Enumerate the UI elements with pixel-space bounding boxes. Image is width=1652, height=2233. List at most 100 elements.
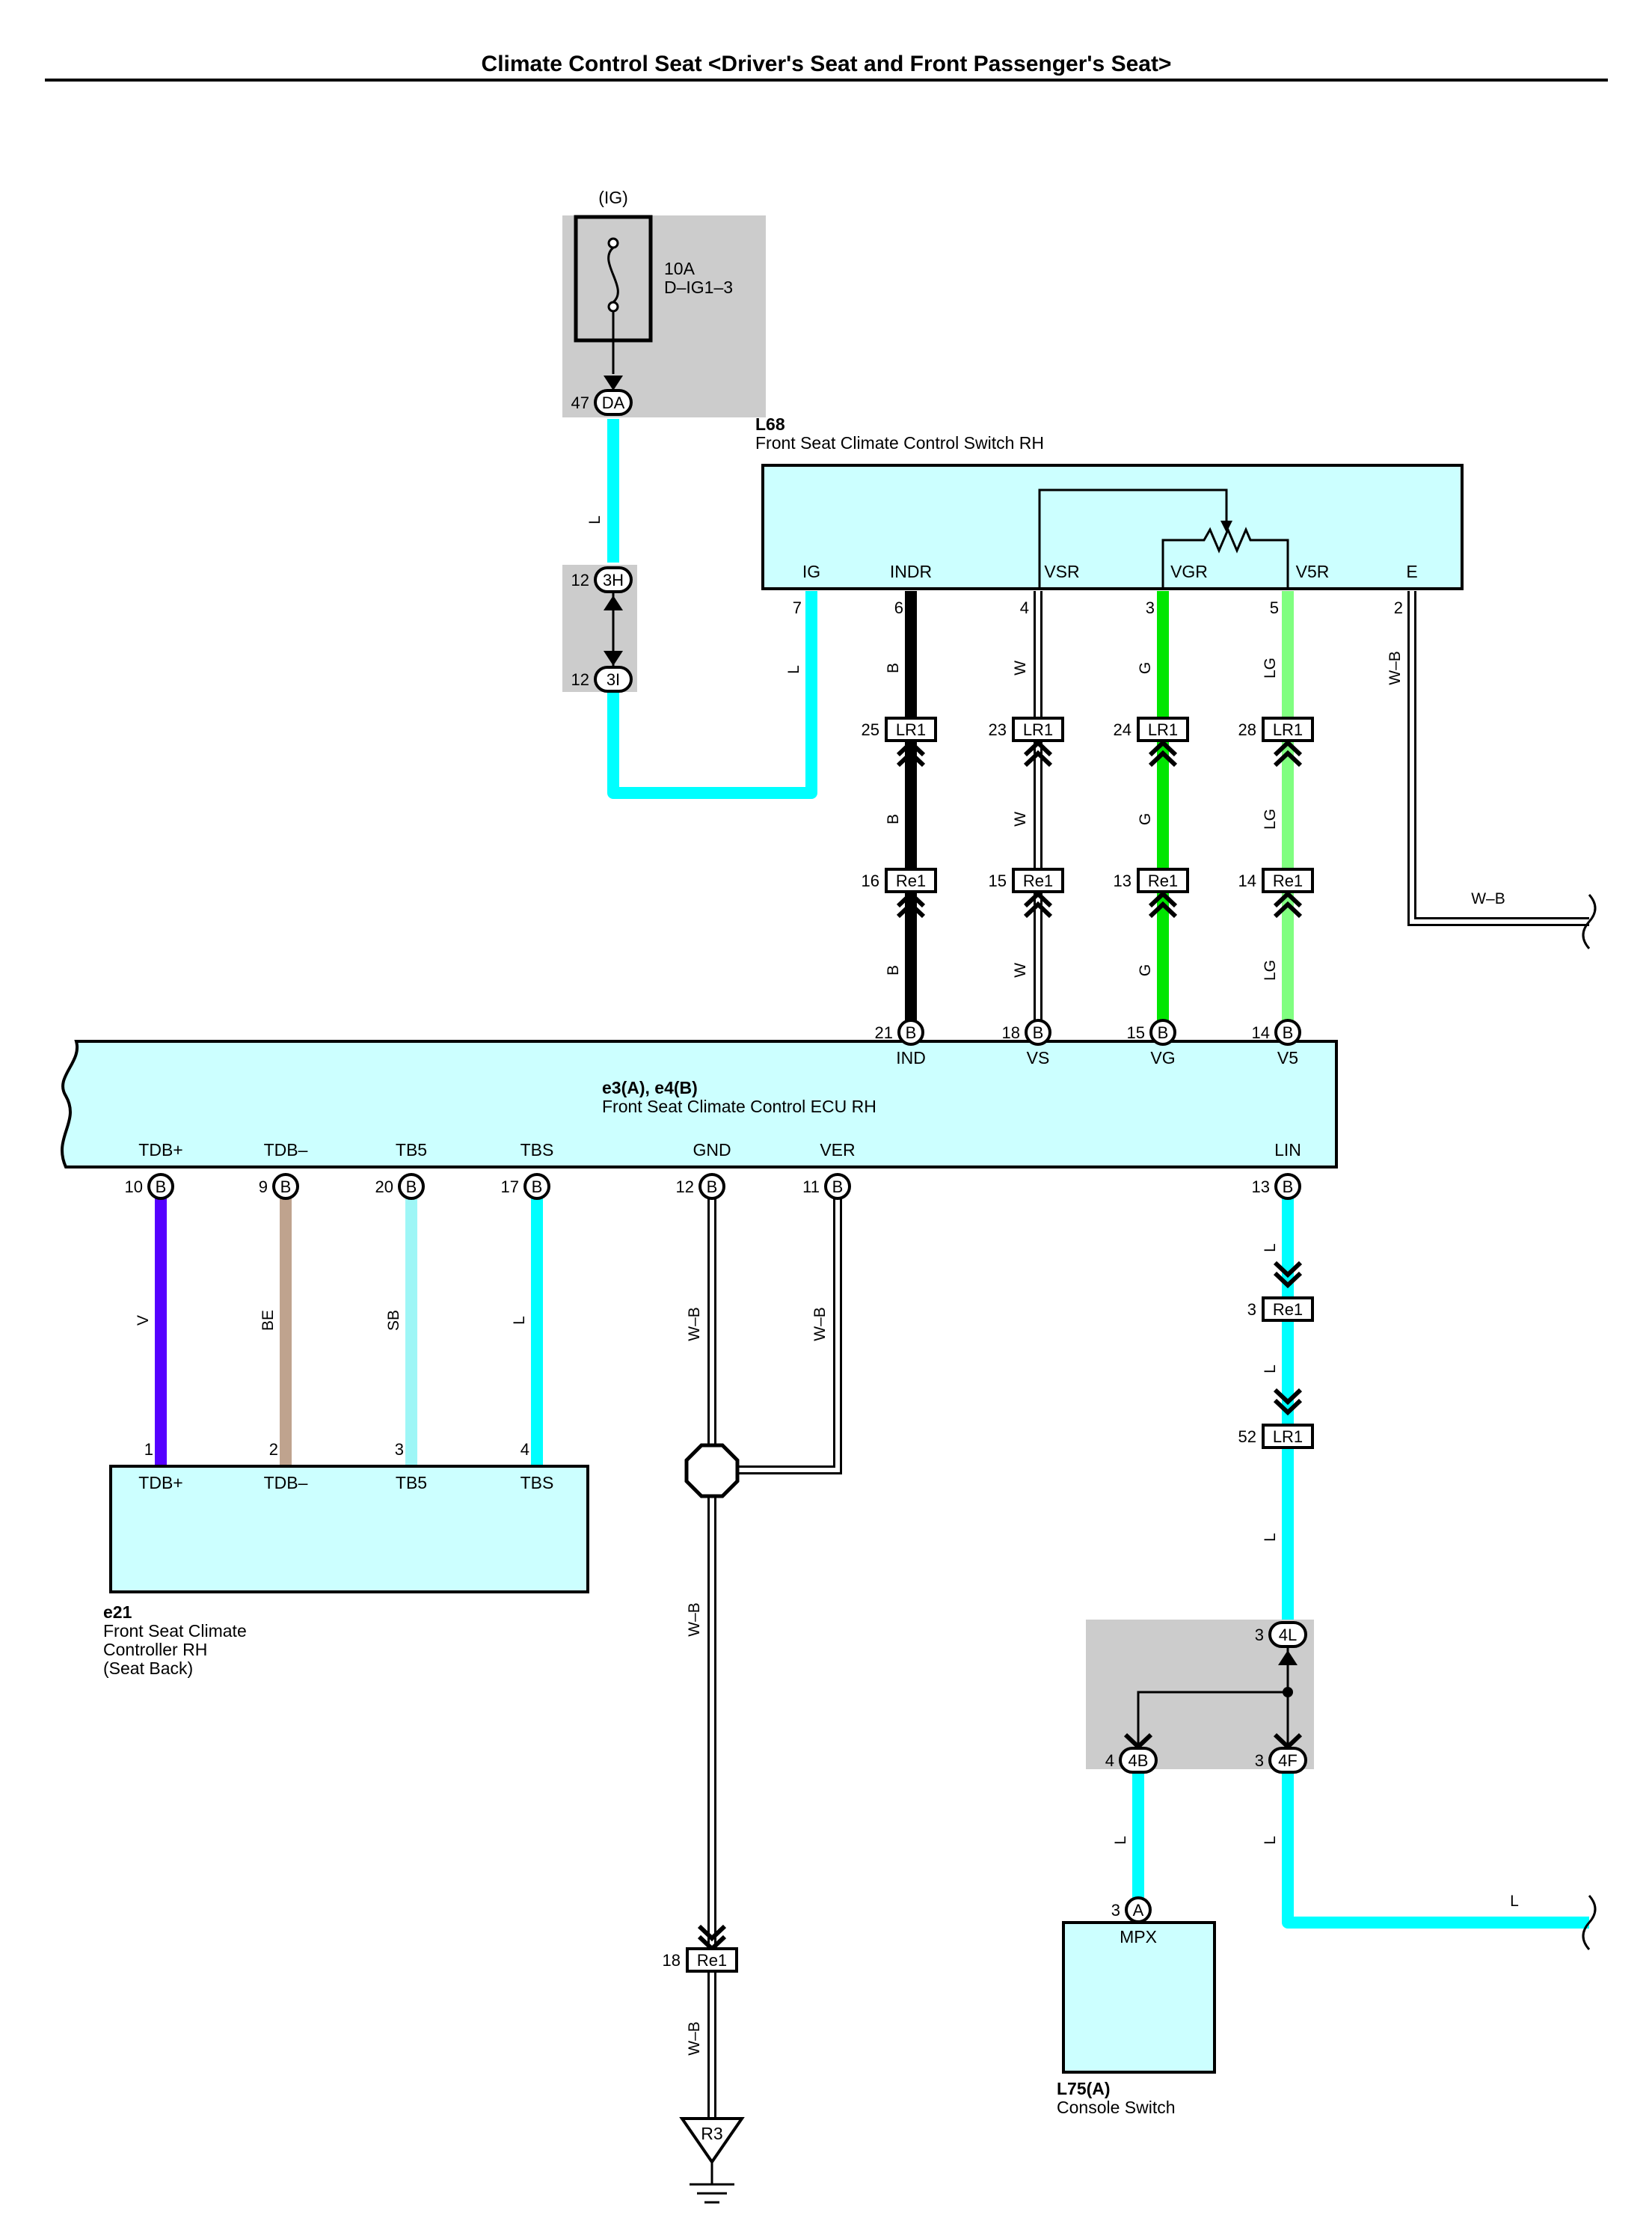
- console-switch: MPX L75(A) Console Switch: [1057, 1921, 1216, 2117]
- wire-code-g-2: G: [1137, 813, 1154, 825]
- term-ecu-g: B15: [1127, 1019, 1176, 1046]
- term-ecu-bottom-3: B17: [501, 1173, 550, 1200]
- l68-switch: L68 Front Seat Climate Control Switch RH…: [755, 414, 1464, 617]
- conn-lr1-lin-code: LR1: [1273, 1427, 1303, 1446]
- term-ecu-lg-shape: [1274, 1019, 1301, 1046]
- conn-lr1-b-shape: [885, 717, 937, 742]
- ground-point-icon: [679, 2117, 745, 2165]
- term-ecu-bottom-0-code: B: [156, 1177, 167, 1196]
- term-ecu-bottom-0-pin: 10: [125, 1177, 143, 1196]
- conn-lr1-w-pin: 23: [989, 720, 1007, 739]
- wire-l-ig: [607, 591, 817, 799]
- term-ecu-b-shape: [897, 1019, 924, 1046]
- console-name: Console Switch: [1057, 2098, 1176, 2117]
- conn-re1-b-code: Re1: [896, 872, 926, 890]
- fuse-name: D–IG1–3: [664, 278, 733, 297]
- console-term-mpx: MPX: [1120, 1927, 1157, 1946]
- fuse-block: (IG) 10A D–IG1–3: [562, 188, 766, 417]
- wire-wb-e-break-icon: [1582, 894, 1597, 949]
- ecu-term-v5: V5: [1277, 1048, 1298, 1068]
- conn-3i-pin: 12: [571, 670, 589, 689]
- conn-lr1-b-code: LR1: [896, 720, 926, 739]
- term-ecu-bottom-1-code: B: [280, 1177, 292, 1196]
- wire-code-wb-gnd-1: W–B: [686, 1307, 703, 1341]
- wire-code-g-1: G: [1137, 662, 1154, 674]
- joint-4l-link-left: [1137, 1691, 1288, 1747]
- l68-pin-vsr: 4: [1020, 598, 1029, 617]
- l68-switch-box: [761, 464, 1464, 590]
- term-ecu-lg-pin: 14: [1252, 1023, 1270, 1042]
- term-ecu-g-pin: 15: [1127, 1023, 1145, 1042]
- fuse-terminal-bottom: [607, 301, 619, 313]
- conn-re1-g-shape: [1137, 868, 1189, 893]
- wire-code-sb: SB: [385, 1310, 402, 1331]
- conn-4f-pin: 3: [1255, 1751, 1264, 1770]
- wire-code-wb-e-h: W–B: [1471, 890, 1505, 907]
- conn-4b-pin: 4: [1105, 1751, 1114, 1770]
- conn-re1-lg-code: Re1: [1273, 872, 1303, 890]
- conn-3h-pin: 12: [571, 571, 589, 589]
- conn-re1-gnd-pin: 18: [663, 1951, 681, 1970]
- term-ecu-bottom-4-pin: 12: [676, 1177, 694, 1196]
- term-ecu-bottom-5-code: B: [832, 1177, 844, 1196]
- wire-code-l-out-h: L: [1510, 1893, 1519, 1910]
- conn-3i-code: 3I: [607, 670, 620, 689]
- conn-lr1-lg-pin: 28: [1238, 720, 1256, 739]
- wire-code-w-3: W: [1012, 963, 1029, 978]
- term-console-a-code: A: [1133, 1901, 1144, 1920]
- term-ecu-bottom-2-pin: 20: [375, 1177, 393, 1196]
- conn-4l-code: 4L: [1279, 1626, 1297, 1644]
- l68-pin-ig: 7: [793, 598, 802, 617]
- term-ecu-bottom-4: B12: [676, 1173, 725, 1200]
- term-ecu-b-pin: 21: [875, 1023, 893, 1042]
- term-console-a-pin: 3: [1111, 1901, 1120, 1920]
- conn-re1-b-pin: 16: [862, 872, 879, 890]
- arrow-lr1-b-chevron: [896, 739, 926, 757]
- arrow-lr1-lg: [1273, 739, 1303, 768]
- arrow-re1-b-chevron: [896, 901, 926, 919]
- conn-re1-g-pin: 13: [1114, 872, 1131, 890]
- conn-3h-code: 3H: [603, 571, 624, 589]
- upper-wire-group: [905, 591, 1294, 1034]
- wire-code-l-2: L: [785, 665, 802, 674]
- term-ecu-b: B 21: [875, 1019, 924, 1046]
- arrow-re1-w: [1023, 890, 1053, 919]
- conn-re1-w-code: Re1: [1023, 872, 1053, 890]
- conn-4l-shape: [1268, 1621, 1307, 1648]
- wire-code-w-1: W: [1012, 661, 1029, 676]
- conn-lr1-lg-code: LR1: [1273, 720, 1303, 739]
- conn-3h: 3H 12: [571, 566, 633, 593]
- wire-code-l-mpx: L: [1112, 1836, 1129, 1845]
- arrow-lin-re1: [1273, 1261, 1303, 1289]
- ground-splice-icon: [684, 1443, 740, 1498]
- conn-lr1-lin-shape: [1262, 1424, 1314, 1449]
- arrow-re1-lg-chevron: [1273, 890, 1303, 908]
- console-switch-box: [1062, 1921, 1216, 2074]
- console-code: L75(A): [1057, 2079, 1111, 2098]
- l68-pin-vgr: 3: [1146, 598, 1155, 617]
- wire-code-b-3: B: [885, 965, 902, 975]
- l68-pin-e: 2: [1394, 598, 1403, 617]
- joint-4l-arrow-icon: [1278, 1650, 1298, 1665]
- l68-code: L68: [755, 414, 785, 434]
- arrow-gnd-re1-chevron: [697, 1924, 727, 1942]
- arrow-re1-lg-chevron: [1273, 901, 1303, 919]
- ecu-term-vs: VS: [1027, 1048, 1050, 1068]
- term-ecu-lg: B14: [1252, 1019, 1301, 1046]
- e21-pin-2: 2: [269, 1440, 278, 1459]
- term-ecu-b-code: B: [906, 1023, 917, 1042]
- wire-code-b-1: B: [885, 663, 902, 673]
- arrow-lr1-lg-chevron: [1273, 739, 1303, 757]
- term-ecu-bottom-5-pin: 11: [802, 1177, 820, 1196]
- term-console-a-shape: [1125, 1896, 1152, 1923]
- page-title: Climate Control Seat <Driver's Seat and …: [482, 52, 1172, 76]
- conn-lr1-lg-shape: [1262, 717, 1314, 742]
- e21-name-1: Front Seat Climate: [103, 1621, 247, 1641]
